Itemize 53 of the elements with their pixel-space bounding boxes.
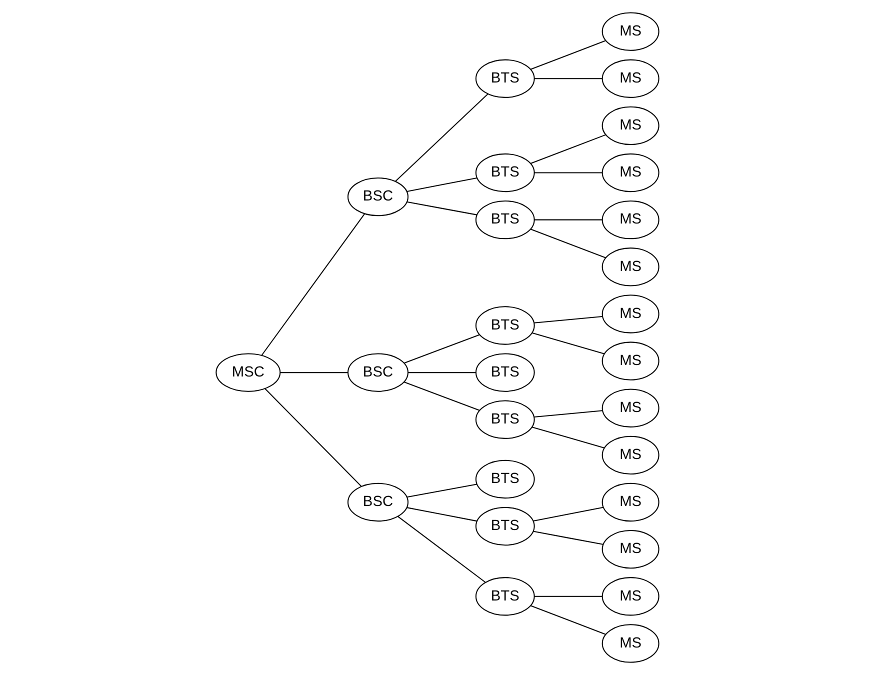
node-ellipse: MS <box>601 59 659 98</box>
connector <box>406 507 476 522</box>
node-ellipse: MS <box>601 248 659 286</box>
connector <box>530 605 606 635</box>
node-ellipse: MS <box>601 530 659 569</box>
node-ellipse: BSC <box>346 177 408 216</box>
node-ellipse: BTS <box>474 506 534 546</box>
connector <box>532 530 603 545</box>
node-ellipse: MS <box>601 388 659 428</box>
node-ellipse: MS <box>601 577 659 616</box>
node-ellipse: MS <box>601 12 659 51</box>
node-ellipse: BTS <box>474 59 534 98</box>
node-ellipse: MS <box>601 294 659 334</box>
connector <box>397 516 486 583</box>
node-ellipse: BTS <box>474 200 534 240</box>
connector <box>534 219 602 220</box>
connector <box>534 78 602 80</box>
node-ellipse: MSC <box>215 353 280 392</box>
connector <box>406 484 476 498</box>
connector <box>264 388 362 487</box>
connector <box>531 426 604 448</box>
connector <box>280 372 348 374</box>
connector <box>260 213 365 356</box>
connector <box>534 316 602 324</box>
node-ellipse: MS <box>601 624 659 663</box>
node-ellipse: BTS <box>474 460 534 499</box>
node-ellipse: BTS <box>474 353 534 392</box>
node-ellipse: MS <box>601 153 659 192</box>
node-ellipse: BSC <box>346 482 408 522</box>
node-ellipse: MS <box>601 436 659 475</box>
connector <box>394 94 488 182</box>
node-ellipse: BTS <box>474 400 534 439</box>
connector <box>530 228 606 258</box>
node-ellipse: BTS <box>474 577 534 616</box>
connector <box>408 372 476 374</box>
node-ellipse: BTS <box>474 306 534 345</box>
node-ellipse: MS <box>601 106 659 146</box>
connector <box>406 201 476 216</box>
connector <box>530 40 606 70</box>
connector <box>530 134 606 164</box>
node-ellipse: BSC <box>346 353 408 392</box>
connector <box>534 172 602 174</box>
node-ellipse: MS <box>601 482 659 522</box>
node-ellipse: MS <box>601 342 659 380</box>
connector <box>534 596 602 597</box>
connector <box>534 410 602 418</box>
connector <box>403 381 480 411</box>
connector <box>532 506 603 522</box>
connector <box>531 332 604 354</box>
connector <box>406 177 476 192</box>
connector <box>403 334 480 364</box>
node-ellipse: MS <box>601 200 659 240</box>
node-ellipse: BTS <box>474 153 534 192</box>
